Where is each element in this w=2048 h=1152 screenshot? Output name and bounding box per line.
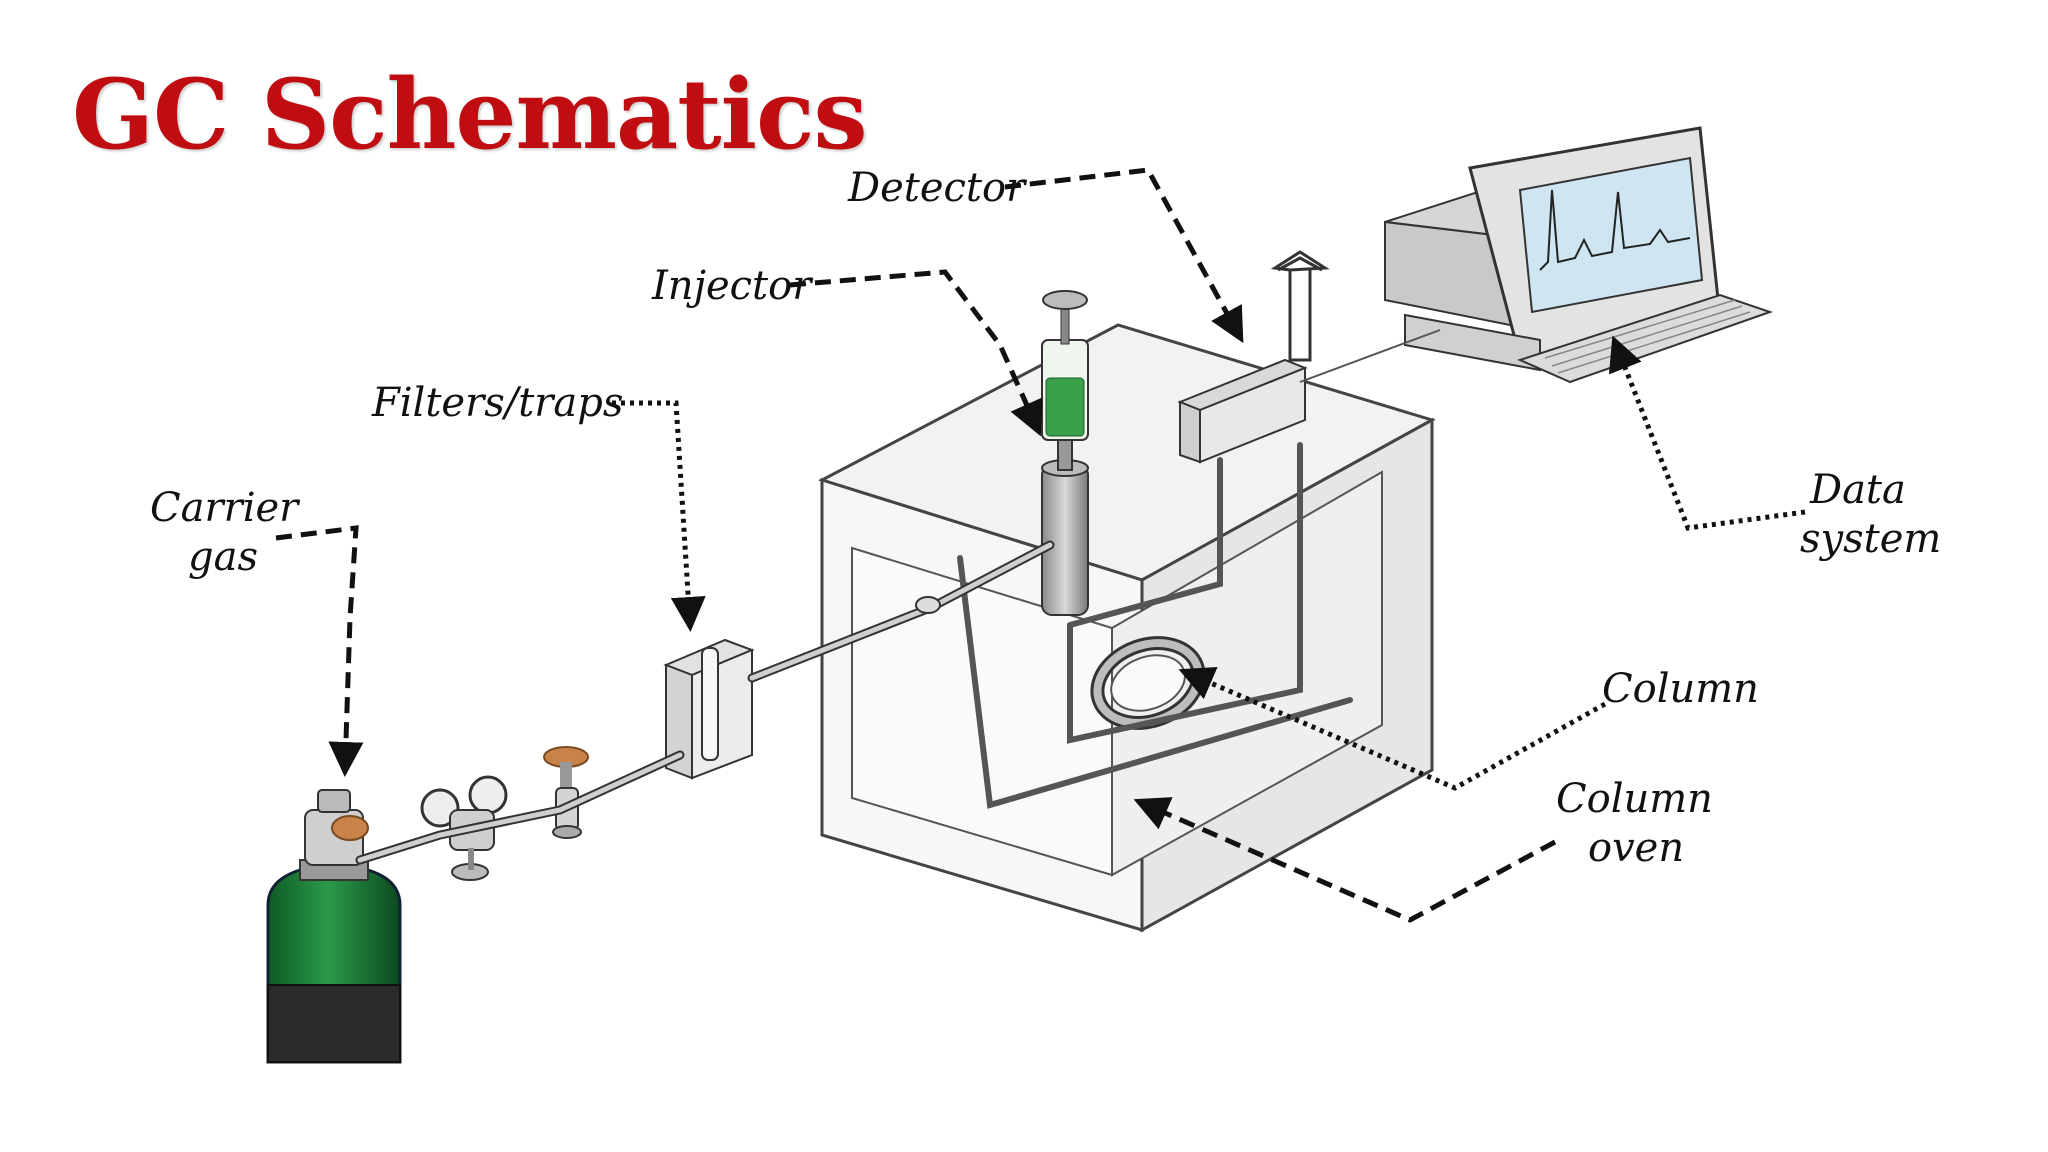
internal-tubing (957, 442, 1353, 809)
shutoff-valve (543, 746, 589, 839)
injector (1041, 290, 1089, 616)
label-carrier-gas-line1: Carrier (150, 485, 299, 531)
label-filters-traps: Filters/traps (372, 380, 624, 426)
leader-column-oven (1133, 797, 1557, 923)
carrier-gas-cylinder (266, 789, 402, 1064)
column-oven (818, 323, 1436, 933)
leader-arrows (275, 167, 1806, 923)
leader-column (1178, 666, 1607, 791)
label-column: Column (1602, 666, 1759, 712)
label-column-oven-line1: Column (1556, 776, 1713, 822)
label-data-system-line1: Data (1810, 467, 1906, 513)
leader-filters (612, 400, 706, 632)
gas-line (355, 540, 1055, 865)
label-detector: Detector (848, 165, 1026, 211)
filter-trap (663, 638, 755, 780)
slide-title: GC Schematics (72, 58, 868, 171)
signal-line (1299, 329, 1441, 383)
regulator (420, 775, 508, 881)
label-injector: Injector (652, 263, 812, 309)
label-column-oven-line2: oven (1588, 825, 1685, 871)
data-system-computer (1384, 126, 1774, 384)
leader-detector (1004, 167, 1244, 344)
detector-box (1177, 250, 1330, 464)
leader-injector (789, 269, 1043, 437)
label-data-system-line2: system (1800, 516, 1942, 562)
leader-carrier-gas (275, 525, 364, 777)
leader-data-system (1608, 335, 1806, 531)
label-carrier-gas-line2: gas (188, 534, 258, 580)
